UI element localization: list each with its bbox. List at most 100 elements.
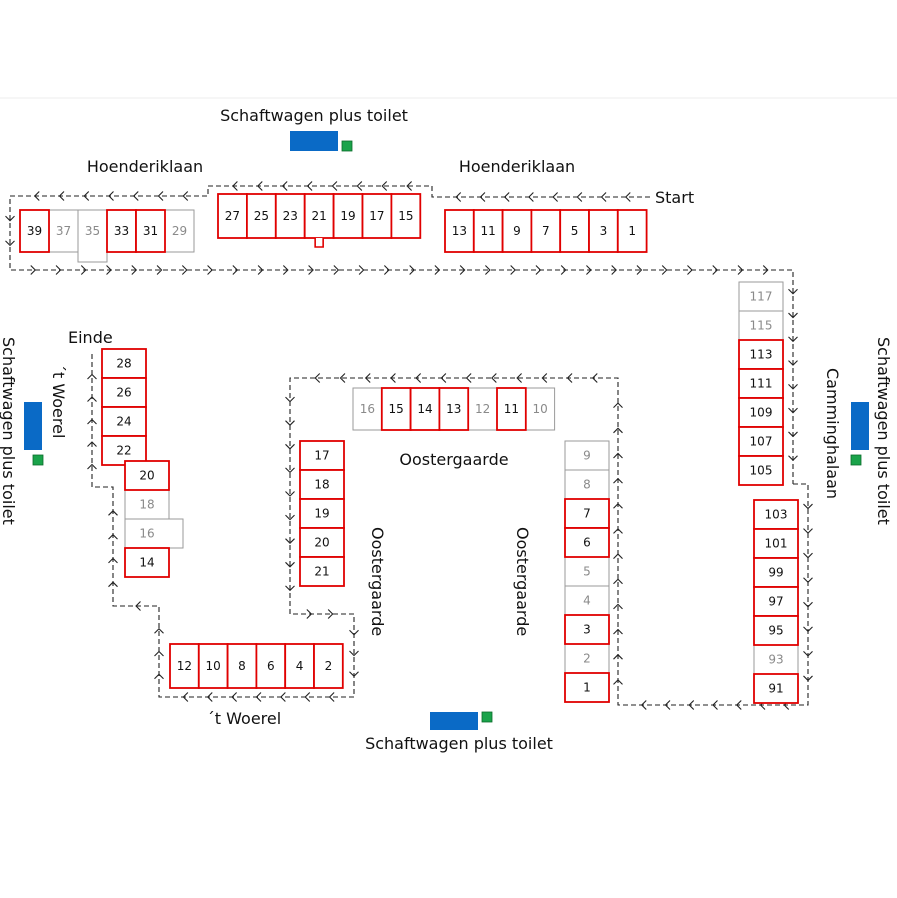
labels: Schaftwagen plus toilet Hoenderiklaan Ho… (0, 106, 893, 753)
facility-bottom-label: Schaftwagen plus toilet (365, 734, 553, 753)
lot-27: 27 (217, 193, 248, 239)
lot-4: 4 (284, 643, 315, 689)
lot-19: 19 (332, 193, 364, 239)
route-arrow (87, 396, 97, 402)
facility-top-label: Schaftwagen plus toilet (220, 106, 408, 125)
lot-97: 97 (753, 586, 799, 617)
lot-number: 35 (85, 224, 100, 238)
lot-number: 12 (475, 402, 490, 416)
route-arrow (788, 455, 798, 461)
route-arrow (613, 578, 623, 585)
lot-number: 6 (583, 536, 591, 550)
lot-3: 3 (564, 614, 610, 645)
route-arrow (661, 265, 668, 275)
lot-1: 1 (616, 209, 648, 253)
lot-93: 93 (753, 644, 799, 675)
lot-number: 17 (314, 449, 329, 463)
toilet-left-icon (32, 454, 44, 466)
route-arrow (788, 384, 798, 390)
route-arrow (552, 192, 558, 202)
schaftwagen-left-icon (24, 402, 42, 450)
route-arrow (154, 650, 164, 657)
lot-number: 8 (238, 659, 246, 673)
lot-number: 29 (172, 224, 187, 238)
route-arrow (803, 552, 813, 559)
lot-number: 20 (139, 469, 154, 483)
route-arrow (440, 373, 447, 383)
lot-18: 18 (299, 469, 345, 500)
street-oostergaarde-left: Oostergaarde (368, 527, 387, 636)
route-arrow (306, 181, 313, 191)
route-arrow (712, 265, 719, 275)
route-arrow (788, 336, 798, 343)
lot-number: 109 (750, 406, 773, 420)
route-arrow (131, 265, 138, 275)
lot-15: 15 (390, 193, 422, 239)
street-hoenderiklaan-left: Hoenderiklaan (87, 157, 203, 176)
lot-box (438, 387, 470, 431)
lot-box (753, 586, 799, 617)
route-arrow (308, 265, 314, 275)
route-arrow (566, 373, 573, 383)
lot-box (616, 209, 648, 253)
route-arrow (182, 191, 189, 201)
lot-number: 11 (481, 224, 496, 238)
route-arrow (181, 265, 188, 275)
lot-box (564, 498, 610, 529)
lot-number: 15 (398, 209, 413, 223)
lot-109: 109 (738, 397, 784, 428)
lot-10: 10 (525, 387, 556, 431)
route-arrow (304, 692, 311, 702)
lot-number: 6 (267, 659, 275, 673)
route-arrow (5, 240, 15, 247)
lot-39: 39 (19, 209, 50, 253)
route-arrow (285, 491, 295, 497)
route-path (9, 185, 794, 484)
route-arrow (108, 581, 118, 588)
lot-number: 16 (360, 402, 375, 416)
route-arrow (154, 673, 164, 680)
route-arrow (803, 503, 813, 510)
lot-number: 5 (571, 224, 579, 238)
route-arrow (687, 265, 693, 275)
route-arrow (285, 420, 295, 426)
lot-101: 101 (753, 528, 799, 559)
route-arrow (600, 192, 607, 202)
route-arrow (516, 373, 522, 383)
lot-box (299, 469, 345, 500)
route-arrow (434, 265, 441, 275)
route-arrow (383, 265, 390, 275)
route-arrow (762, 265, 769, 275)
route-arrow (106, 265, 112, 275)
lot-number: 95 (768, 624, 783, 638)
route-arrow (306, 609, 313, 619)
lot-24: 24 (101, 406, 147, 437)
lot-17: 17 (361, 193, 393, 239)
lot-box (299, 556, 345, 587)
route-arrow (87, 373, 97, 380)
lot-31: 31 (135, 209, 166, 253)
schaftwagen-top-icon (290, 131, 338, 151)
route-arrow (231, 692, 238, 702)
end-label: Einde (68, 328, 113, 347)
route-arrow (613, 528, 623, 534)
lot-number: 8 (583, 478, 591, 492)
lot-13: 13 (438, 387, 470, 431)
lot-number: 12 (177, 659, 192, 673)
route-arrow (735, 700, 742, 710)
lot-number: 3 (583, 623, 591, 637)
lot-number: 19 (314, 507, 329, 521)
lot-number: 13 (452, 224, 467, 238)
lot-number: 31 (143, 224, 158, 238)
lot-number: 18 (314, 478, 329, 492)
lot-number: 26 (116, 386, 131, 400)
route-arrow (108, 533, 118, 540)
lot-number: 20 (314, 536, 329, 550)
lot-7: 7 (530, 209, 562, 253)
route-arrow (135, 601, 141, 611)
route-arrow (349, 671, 359, 678)
